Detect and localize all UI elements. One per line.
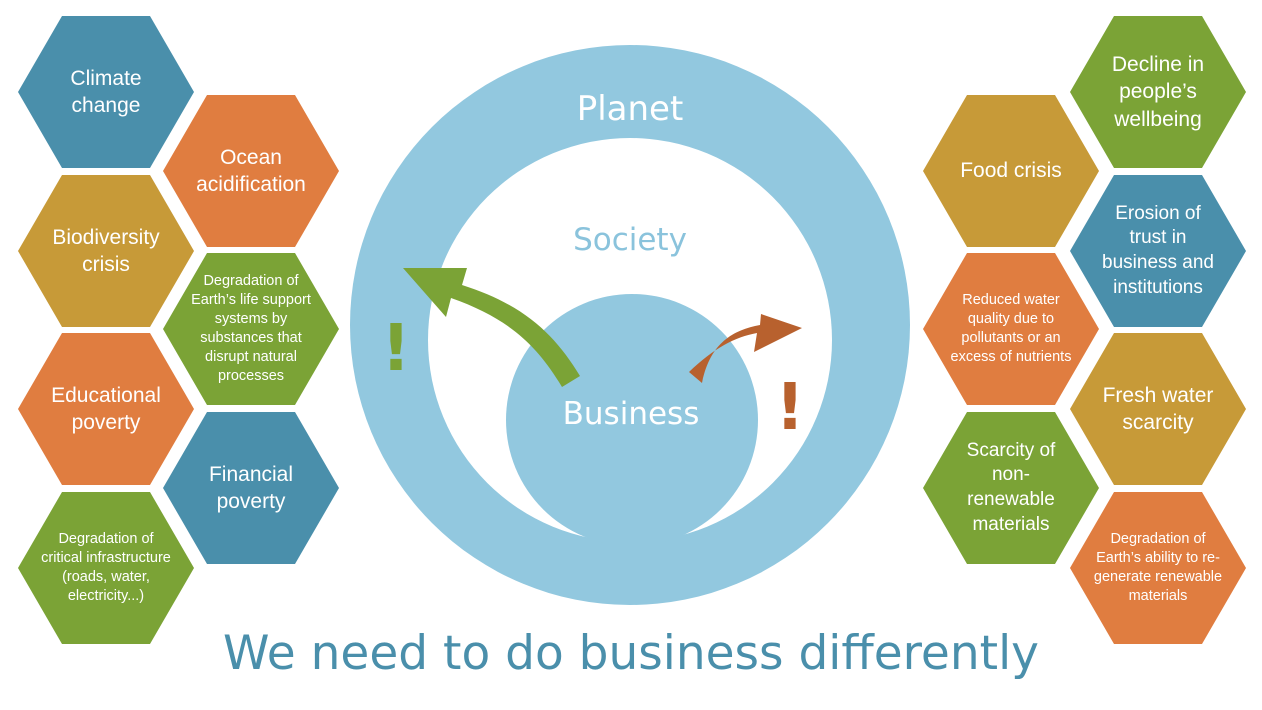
up-left-arrow (403, 268, 580, 387)
left-exclamation-mark: ! (381, 312, 410, 386)
hex-life-support-degradation: Degradation of Earth’s life support syst… (163, 253, 339, 405)
hex-wellbeing-decline: Decline in people’s wellbeing (1070, 16, 1246, 168)
society-label: Society (573, 222, 687, 258)
footer-slogan: We need to do business differently (223, 626, 1039, 681)
hex-fresh-water-scarcity: Fresh water scarcity (1070, 333, 1246, 485)
up-right-arrow (689, 314, 802, 383)
business-circle (506, 294, 758, 546)
hex-renewable-regeneration: Degradation of Earth’s ability to re-gen… (1070, 492, 1246, 644)
planet-label: Planet (577, 89, 684, 129)
right-exclamation-mark: ! (775, 371, 804, 445)
hex-trust-erosion: Erosion of trust in business and institu… (1070, 175, 1246, 327)
hex-educational-poverty: Educational poverty (18, 333, 194, 485)
business-label: Business (563, 396, 700, 432)
